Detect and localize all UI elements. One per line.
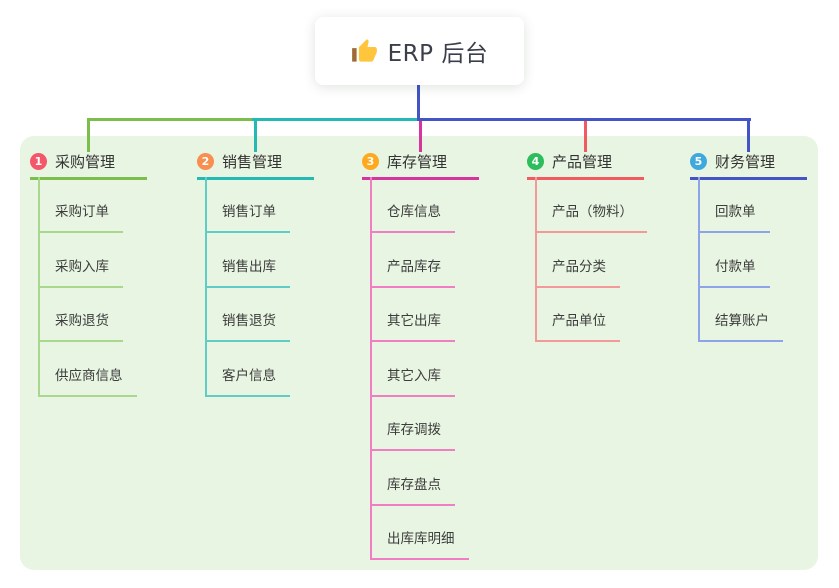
branches-panel: [20, 136, 818, 570]
branch-5-label: 财务管理: [715, 153, 776, 171]
branch-3-item-label: 产品库存: [370, 258, 455, 288]
branch-4-item[interactable]: 产品分类: [535, 256, 620, 288]
branch-4-item-label: 产品分类: [535, 258, 620, 288]
branch-5-spine-line: [698, 177, 700, 340]
branch-5-item-label: 付款单: [698, 258, 770, 288]
branch-2-connector: [254, 118, 257, 152]
branch-4-header[interactable]: 4 产品管理: [527, 151, 644, 180]
bus-segment-indigo: [417, 118, 751, 121]
branch-5-item[interactable]: 回款单: [698, 201, 770, 233]
branch-2-item-label: 客户信息: [205, 367, 290, 397]
branch-5-item-label: 结算账户: [698, 312, 783, 342]
branch-3-item[interactable]: 其它出库: [370, 310, 455, 342]
branch-1-item-label: 采购入库: [38, 258, 123, 288]
branch-1-item[interactable]: 采购退货: [38, 310, 123, 342]
branch-5-item[interactable]: 付款单: [698, 256, 770, 288]
branch-3-item[interactable]: 库存调拨: [370, 419, 455, 451]
branch-3-number-badge: 3: [362, 153, 379, 170]
branch-3-item-label: 其它出库: [370, 312, 455, 342]
branch-1-header[interactable]: 1 采购管理: [30, 151, 147, 180]
branch-2-item-label: 销售订单: [205, 203, 290, 233]
branch-1-item[interactable]: 供应商信息: [38, 365, 137, 397]
branch-3-item[interactable]: 仓库信息: [370, 201, 455, 233]
branch-4-number-badge: 4: [527, 153, 544, 170]
branch-5-item[interactable]: 结算账户: [698, 310, 783, 342]
branch-4-label: 产品管理: [552, 153, 613, 171]
branch-4-spine-line: [535, 177, 537, 340]
branch-3-item-label: 仓库信息: [370, 203, 455, 233]
branch-4-item-label: 产品单位: [535, 312, 620, 342]
branch-2-header[interactable]: 2 销售管理: [197, 151, 314, 180]
bus-segment-teal: [252, 118, 420, 121]
branch-2-item[interactable]: 销售订单: [205, 201, 290, 233]
branch-1-number-badge: 1: [30, 153, 47, 170]
branch-2-item-label: 销售退货: [205, 312, 290, 342]
branch-3-item[interactable]: 库存盘点: [370, 474, 455, 506]
branch-3-item[interactable]: 其它入库: [370, 365, 455, 397]
branch-1-item-label: 采购退货: [38, 312, 123, 342]
branch-5-connector: [747, 118, 750, 152]
branch-4-item[interactable]: 产品单位: [535, 310, 620, 342]
branch-5-item-label: 回款单: [698, 203, 770, 233]
branch-3-item-label: 出库库明细: [370, 530, 469, 560]
branch-3-item-label: 其它入库: [370, 367, 455, 397]
branch-1-item-label: 采购订单: [38, 203, 123, 233]
branch-4-item-label: 产品（物料）: [535, 203, 647, 233]
branch-2-item[interactable]: 销售退货: [205, 310, 290, 342]
branch-1-item[interactable]: 采购入库: [38, 256, 123, 288]
branch-5-header[interactable]: 5 财务管理: [690, 151, 807, 180]
branch-3-header[interactable]: 3 库存管理: [362, 151, 479, 180]
branch-3-label: 库存管理: [387, 153, 448, 171]
branch-1-item-label: 供应商信息: [38, 367, 137, 397]
branch-5-number-badge: 5: [690, 153, 707, 170]
root-connector-line: [417, 84, 420, 118]
branch-3-item[interactable]: 产品库存: [370, 256, 455, 288]
root-title: ERP 后台: [387, 41, 489, 67]
branch-2-label: 销售管理: [222, 153, 283, 171]
branch-3-connector: [419, 121, 422, 152]
branch-3-spine-line: [370, 177, 372, 558]
root-node[interactable]: ERP 后台: [315, 17, 524, 85]
branch-1-item[interactable]: 采购订单: [38, 201, 123, 233]
branch-1-label: 采购管理: [55, 153, 116, 171]
branch-3-item-label: 库存调拨: [370, 421, 455, 451]
branch-3-item-label: 库存盘点: [370, 476, 455, 506]
thumbs-up-icon: [351, 38, 377, 62]
branch-2-item[interactable]: 销售出库: [205, 256, 290, 288]
branch-2-item-label: 销售出库: [205, 258, 290, 288]
branch-4-connector: [584, 121, 587, 152]
branch-3-item[interactable]: 出库库明细: [370, 528, 469, 560]
branch-4-item[interactable]: 产品（物料）: [535, 201, 647, 233]
branch-2-item[interactable]: 客户信息: [205, 365, 290, 397]
branch-2-number-badge: 2: [197, 153, 214, 170]
branch-1-connector: [87, 118, 90, 152]
